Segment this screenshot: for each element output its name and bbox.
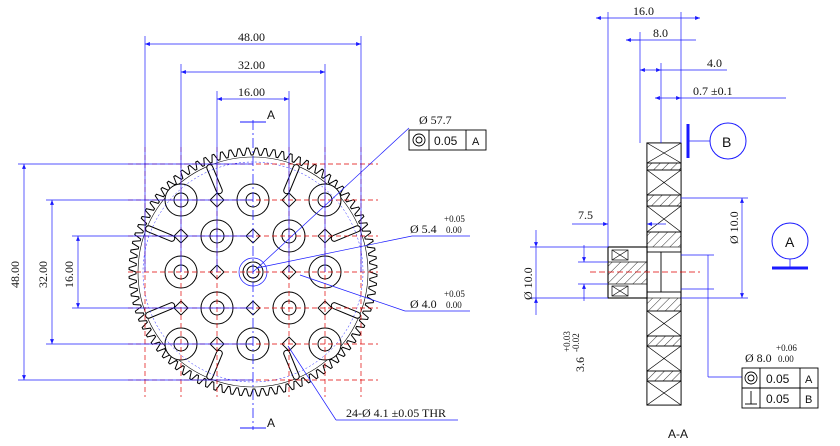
dim-32-left: 32.00 (36, 261, 50, 288)
section-cross (646, 310, 682, 337)
callout-dia-57: Ø 57.7 (419, 113, 452, 127)
section-mark-bottom: A (267, 416, 275, 430)
slot-inner (284, 350, 299, 379)
section-cross (646, 345, 682, 372)
dim-48-top: 48.00 (238, 30, 265, 44)
slot-inner (331, 226, 360, 241)
hub-cross (611, 285, 629, 297)
callout-dia-8-upper: +0.06 (776, 343, 797, 353)
callout-holes: 24-Ø 4.1 ±0.05 THR (346, 406, 446, 420)
dim-16-top: 16.00 (238, 85, 265, 99)
section-band (646, 231, 682, 248)
dim-0-7: 0.7 ±0.1 (693, 84, 733, 98)
dim-3-6: 3.6 (573, 357, 587, 372)
section-mark-top: A (267, 108, 275, 122)
section-band (646, 297, 682, 312)
datum-b-bubble (709, 122, 747, 160)
section-cross (646, 205, 682, 233)
slot-inner (284, 165, 299, 194)
section-body (607, 142, 682, 406)
dim-dia-10-left: Ø 10.0 (521, 267, 535, 300)
frame2-value: 0.05 (766, 392, 790, 406)
callout-dia-8: Ø 8.0 (745, 351, 772, 365)
dim-32-top: 32.00 (238, 58, 265, 72)
control-frames (741, 367, 819, 409)
slot-inner (207, 350, 222, 379)
datum-b: B (722, 134, 731, 150)
frame1-datum: A (805, 374, 813, 386)
dim-7-5: 7.5 (578, 208, 593, 222)
concentricity-icon (744, 371, 758, 385)
section-band (646, 194, 682, 207)
slot-inner (331, 303, 360, 318)
dim-48-left: 48.00 (8, 261, 22, 288)
concentricity-icon (412, 133, 426, 147)
dim-3-6-upper: +0.03 (562, 331, 572, 352)
dim-16-left: 16.00 (62, 261, 76, 288)
concentricity-frame-front: 0.05 A (408, 129, 487, 151)
slot-inner (146, 226, 175, 241)
callout-dia-4-0-upper: +0.05 (444, 289, 465, 299)
section-cross (646, 142, 682, 164)
frame-datum: A (472, 136, 480, 148)
dim-8: 8.0 (653, 26, 668, 40)
section-band (646, 162, 682, 171)
frame-value: 0.05 (434, 134, 458, 148)
callout-dia-8-lower: 0.00 (778, 354, 794, 364)
section-label: A-A (668, 427, 688, 441)
section-view: 16.0 8.0 4.0 0.7 ±0.1 B 7.5 Ø 10.0 A (521, 4, 819, 441)
datum-a: A (785, 234, 795, 250)
section-band (646, 335, 682, 347)
frame2-datum: B (805, 394, 812, 406)
callout-dia-5-4-upper: +0.05 (444, 214, 465, 224)
section-band (646, 370, 682, 382)
slot-inner (207, 165, 222, 194)
callout-dia-5-4-lower: 0.00 (446, 225, 462, 235)
hub-cross (611, 249, 629, 261)
dim-dia-10-right: Ø 10.0 (727, 211, 741, 244)
section-cross (646, 380, 682, 406)
slot-inner (146, 303, 175, 318)
web-slots (145, 164, 361, 380)
dim-16: 16.0 (633, 4, 654, 18)
callout-dia-5-4: Ø 5.4 (410, 222, 437, 236)
front-view: A A 48.00 32.00 16.00 48.00 32.00 16.00 (8, 30, 487, 430)
dim-3-6-lower: -0.02 (571, 333, 581, 352)
dim-4: 4.0 (707, 56, 722, 70)
frame1-value: 0.05 (766, 372, 790, 386)
section-cross (646, 169, 682, 196)
callout-dia-4-0-lower: 0.00 (446, 300, 462, 310)
callout-dia-4-0: Ø 4.0 (410, 297, 437, 311)
